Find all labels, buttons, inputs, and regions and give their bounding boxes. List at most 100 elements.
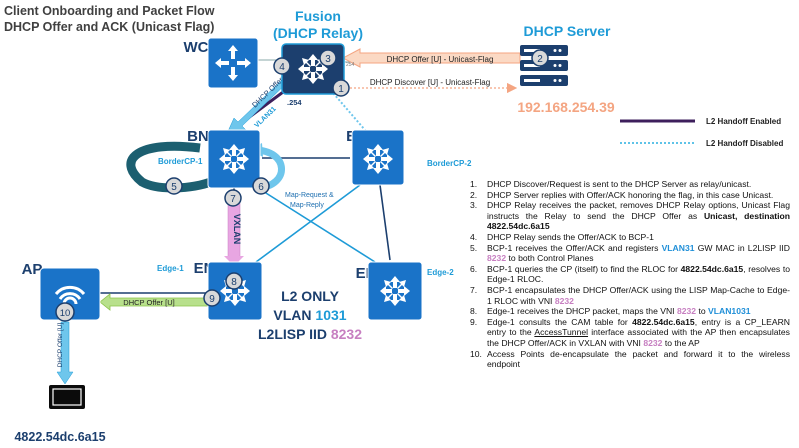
- l2only-label: L2 ONLY: [281, 288, 339, 304]
- step-text: BCP-1 encapsulates the DHCP Offer/ACK us…: [487, 284, 790, 306]
- wifi-icon: [54, 285, 86, 305]
- step-item: 4. DHCP Relay sends the Offer/ACK to BCP-…: [470, 232, 790, 243]
- bn1-en2-link: [257, 187, 376, 263]
- dhcp-server-node[interactable]: DHCP Server 192.168.254.39: [517, 23, 615, 115]
- step-number: 9.: [470, 316, 478, 327]
- wc-node[interactable]: WC: [184, 37, 259, 89]
- bn2-en1-link: [255, 184, 361, 263]
- dhcp-server-ip: 192.168.254.39: [517, 99, 615, 115]
- bn1-label: BN: [187, 128, 209, 145]
- svg-text:10: 10: [60, 308, 71, 319]
- badge-5: 5: [165, 177, 183, 195]
- offer-to-client-label: DHCP Offer [U]: [57, 323, 64, 368]
- svg-text:9: 9: [209, 294, 215, 305]
- step-text: DHCP Relay receives the packet, removes …: [487, 200, 790, 221]
- offer-to-ap-arrow: [99, 293, 209, 311]
- step-item: 1. DHCP Discover/Request is sent to the D…: [470, 179, 790, 190]
- step-text: 4822.54dc.6a15: [632, 316, 695, 327]
- vxlan-label: VXLAN: [232, 214, 242, 245]
- dhcp-offer-unicast-label: DHCP Offer [U] - Unicast-Flag: [387, 55, 494, 64]
- step-text: Access Points de-encapsulate the packet …: [487, 348, 790, 370]
- step-number: 7.: [470, 284, 478, 295]
- step-text: , resolves to Edge-1 RLOC.: [487, 263, 790, 285]
- en1-role-label: Edge-1: [157, 264, 184, 273]
- edge-node-2[interactable]: [367, 261, 423, 321]
- client-node[interactable]: 4822.54dc.6a15: [14, 375, 106, 444]
- step-text: to the AP: [662, 337, 700, 348]
- badge-9: 9: [203, 289, 221, 307]
- fusion-node[interactable]: Fusion (DHCP Relay): [273, 8, 363, 95]
- svg-text:5: 5: [171, 182, 177, 193]
- step-text: DHCP Relay sends the Offer/ACK to BCP-1: [487, 231, 654, 242]
- fusion-title: Fusion: [295, 8, 341, 24]
- step-number: 4.: [470, 231, 478, 242]
- step-number: 2.: [470, 189, 478, 200]
- step-text: VLAN1031: [708, 306, 751, 317]
- bn1-role-label: BorderCP-1: [158, 157, 203, 166]
- map-request-label: Map-Request &: [285, 192, 334, 199]
- page-subtitle: DHCP Offer and ACK (Unicast Flag): [4, 20, 215, 34]
- ip-254-small-label: 254: [346, 62, 355, 68]
- fusion-subtitle: (DHCP Relay): [273, 25, 363, 41]
- vlan-line: VLAN 1031: [273, 307, 346, 323]
- badge-3: 3: [319, 49, 337, 67]
- wc-arrows-icon: [215, 45, 251, 81]
- step-text: to: [696, 306, 709, 317]
- step-text: GW MAC in L2LISP IID: [694, 242, 790, 253]
- step-number: 3.: [470, 200, 478, 211]
- badge-8: 8: [225, 272, 243, 290]
- step-item: 5. BCP-1 receives the Offer/ACK and regis…: [470, 243, 790, 264]
- bn2-role-label: BorderCP-2: [427, 159, 472, 168]
- svg-text:3: 3: [325, 54, 331, 65]
- client-mac: 4822.54dc.6a15: [14, 430, 105, 444]
- step-number: 8.: [470, 306, 478, 317]
- page-title: Client Onboarding and Packet Flow: [4, 4, 215, 18]
- step-item: 10. Access Points de-encapsulate the pack…: [470, 349, 790, 370]
- loop-arrow-5: [126, 141, 218, 193]
- step-item: 9.Edge-1 consults the CAM table for 4822…: [470, 317, 790, 349]
- border-node-2[interactable]: [351, 129, 405, 186]
- legend: L2 Handoff Enabled L2 Handoff Disabled: [620, 117, 783, 148]
- en2-node[interactable]: EN Edge-2: [356, 261, 455, 321]
- border-node-1[interactable]: [207, 129, 261, 189]
- step-text: Edge-1 receives the DHCP packet, maps th…: [487, 306, 677, 317]
- bn1-node[interactable]: BN BorderCP-1: [158, 128, 261, 189]
- badge-1: 1: [332, 79, 350, 97]
- step-item: 7. BCP-1 encapsulates the DHCP Offer/ACK …: [470, 285, 790, 306]
- dhcp-discover-unicast-label: DHCP Discover [U] - Unicast-Flag: [370, 78, 490, 87]
- step-number: 10.: [470, 348, 482, 359]
- svg-text:1: 1: [338, 84, 344, 95]
- step-text: Unicast, destination 4822.54dc.6a15: [487, 210, 791, 232]
- step-text: BCP-1 queries the CP (itself) to find th…: [487, 263, 681, 274]
- step-text: 4822.54dc.6a15: [680, 263, 744, 274]
- badge-2: 2: [531, 49, 549, 67]
- dhcp-offer-arrow: [341, 48, 521, 68]
- svg-text:2: 2: [537, 54, 543, 65]
- step-text: 8232: [554, 295, 574, 306]
- step-text: AccessTunnel: [534, 327, 589, 338]
- badge-6: 6: [252, 177, 270, 195]
- badge-7: 7: [224, 189, 242, 207]
- step-text: BCP-1 receives the Offer/ACK and registe…: [487, 242, 662, 253]
- en1-node[interactable]: EN Edge-1: [157, 260, 263, 321]
- vxlan-tunnel-head: [224, 256, 244, 266]
- step-text: interface associated with the AP then en…: [487, 327, 790, 348]
- offer-to-client-arrow: [56, 321, 74, 385]
- badge-4: 4: [273, 57, 291, 75]
- ap-label: AP: [22, 261, 43, 278]
- wireless-controller[interactable]: [207, 37, 259, 89]
- svg-text:4: 4: [279, 62, 285, 73]
- en2-role-label: Edge-2: [427, 268, 454, 277]
- step-item: 6. BCP-1 queries the CP (itself) to find …: [470, 264, 790, 285]
- svg-text:6: 6: [258, 182, 264, 193]
- step-number: 1.: [470, 179, 478, 189]
- step-text: 8232: [487, 253, 507, 264]
- center-info: L2 ONLY VLAN 1031 L2LISP IID 8232: [258, 288, 362, 342]
- step-number: 5.: [470, 242, 478, 253]
- step-text: 8232: [676, 306, 697, 317]
- step-text: DHCP Discover/Request is sent to the DHC…: [487, 179, 752, 189]
- step-number: 6.: [470, 263, 478, 274]
- offer-to-ap-label: DHCP Offer [U]: [123, 298, 174, 307]
- bn2-node[interactable]: BN BorderCP-2: [346, 128, 472, 186]
